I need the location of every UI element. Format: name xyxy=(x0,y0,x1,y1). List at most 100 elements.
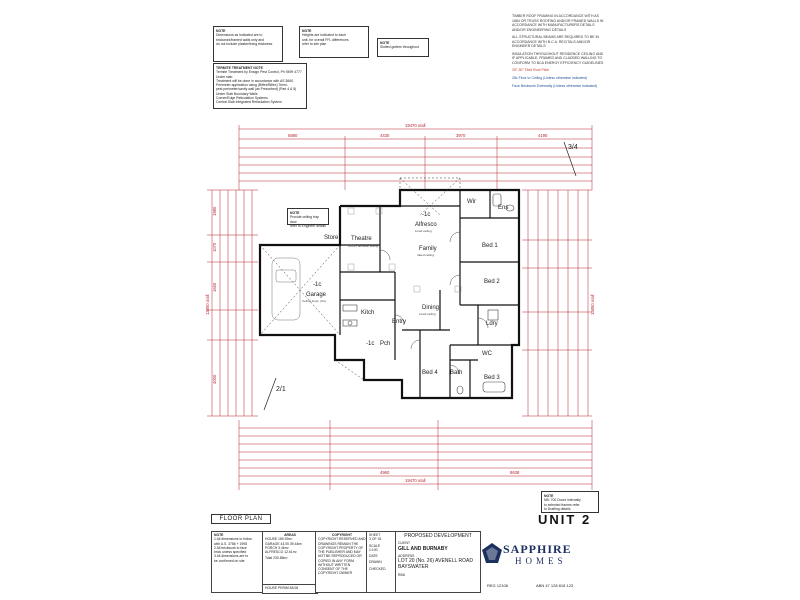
termite-note-line: Termite Treatment by Ensign Pest Control… xyxy=(216,70,302,75)
tb-note-line: 1 All dimensions to follow xyxy=(214,537,252,542)
right-dimension-lines xyxy=(522,189,592,417)
tb-sheet-cell: SHEET 3 OF 15 SCALE 1:100 DATE DRAWN CHE… xyxy=(366,531,398,593)
sapphire-gem-icon xyxy=(482,543,502,563)
heights-note-line: Heights are indicated to each xyxy=(302,33,346,38)
tb-area-row: PORCH 3.46m² xyxy=(265,545,289,550)
tb-copyright-heading: COPYRIGHT xyxy=(331,533,353,537)
room-ldry: Ldry xyxy=(486,321,498,327)
termite-note-line: Under Slab Boundary Walls xyxy=(216,91,258,96)
room-family-note: raked ceiling xyxy=(417,253,434,257)
doors-note-line: to Drafting details xyxy=(544,506,571,511)
floor-plan-title: FLOOR PLAN xyxy=(211,514,271,524)
room-pch: Pch xyxy=(380,341,390,347)
dim-top-3: 3970 xyxy=(456,133,466,138)
doors-note-box: NOTE NB: 700 Doors internally to selecte… xyxy=(541,491,599,513)
spec-structural-beams: ALL STRUCTURAL BEAMS ARE REQUIRED TO BE … xyxy=(512,35,599,49)
tb-client-label: CLIENT xyxy=(398,541,411,546)
pest-note-line: refer to Engineer details xyxy=(290,223,326,228)
dim-overall-bottom: 19470 o/all xyxy=(405,478,426,483)
room-bed1: Bed 1 xyxy=(482,243,498,249)
brand-reg: REG 12108 xyxy=(487,583,508,588)
tb-note-line: 3 All dimensions are to xyxy=(214,554,249,559)
room-bed2: Bed 2 xyxy=(484,279,500,285)
room-wc: WC xyxy=(482,351,493,357)
tb-scale-label: SCALE xyxy=(369,543,381,548)
room-entry: Entry xyxy=(392,319,406,325)
room-dining: Dining xyxy=(422,305,439,311)
spec-insulation: INSULATION THROUGHOUT RESIDENCE CEILING … xyxy=(512,51,604,65)
door-swings xyxy=(379,231,489,375)
room-pch-prefix: -1c xyxy=(366,341,374,347)
dim-left-2: 1070 xyxy=(212,242,217,252)
brand-name: SAPPHIRE xyxy=(503,542,572,556)
tb-address: LOT 20 (No. 26) AVENELL ROAD xyxy=(398,558,473,564)
room-kitch: Kitch xyxy=(361,310,374,316)
heights-note-box: NOTE Heights are indicated to each unit,… xyxy=(299,26,369,58)
tb-client: GILL AND BURNABY xyxy=(398,545,448,552)
tb-sheet-of: OF 15 xyxy=(371,537,382,542)
tb-note-line: brick unless specified xyxy=(214,550,247,554)
tb-notes-heading: NOTE xyxy=(214,533,224,537)
spec-face-brick: Face Brickwork Externally (Unless otherw… xyxy=(512,83,598,88)
pest-note-line: Provide ceiling trap door xyxy=(290,215,319,224)
tb-area-row: ALFRESCO 12.61m² xyxy=(265,550,297,554)
section-marker-upper: 3/4 xyxy=(568,144,578,151)
left-dimension-lines xyxy=(207,189,258,417)
brand-sub: HOMES xyxy=(515,556,567,566)
termite-note-line: Corner/Edge Reticulation Systems xyxy=(216,95,268,100)
doors-note-heading: NOTE xyxy=(544,494,554,498)
dim-top-4: 4190 xyxy=(538,133,548,138)
termite-note-line: pest perimeter/cavity wall (as Prescribe… xyxy=(216,87,297,92)
termite-note-line: Treatment will be done in accordance wit… xyxy=(216,78,294,83)
external-walls xyxy=(258,188,521,400)
tb-copyright-text: COPYRIGHT RESERVED AND DRAWINGS REMAIN T… xyxy=(318,537,366,576)
tb-address-label: ADDRESS xyxy=(398,553,415,558)
ceiling-trapdoor-note-box: NOTE Provide ceiling trap door refer to … xyxy=(287,208,329,228)
dim-top-2: 4430 xyxy=(380,133,390,138)
tb-code: RBU xyxy=(398,572,406,577)
room-bed4: Bed 4 xyxy=(422,370,438,376)
heights-note-line: refer to site plan xyxy=(302,41,327,46)
dims-note-line: Dimensions as indicated are to xyxy=(216,33,263,38)
spec-ceiling-height: 28c Floor to Ceiling (Unless otherwise i… xyxy=(512,76,588,81)
room-store: Store xyxy=(324,235,339,241)
tb-date-label: DATE xyxy=(369,554,378,558)
tb-house-perim-value: HOUSE PERIM 88.08 xyxy=(265,586,299,590)
fixtures xyxy=(342,193,515,395)
tb-area-row: HOUSE 169.92m² xyxy=(265,537,293,542)
tb-notes-cell: NOTE 1 All dimensions to follow with A.S… xyxy=(211,531,265,593)
room-dining-note: Lined ceiling xyxy=(419,312,436,316)
tb-areas-heading: AREAS xyxy=(284,533,296,537)
dim-overall-top: 19470 o/all xyxy=(405,123,426,128)
tb-areas-cell: AREAS HOUSE 169.92m² GARAGE 43.05 39.44m… xyxy=(262,531,318,585)
doors-note-line: NB: 700 Doors internally xyxy=(544,498,581,503)
termite-note-line: Under slab xyxy=(216,74,233,79)
spec-notes: TIMBER ROOF FRAMING IN ACCORDANCE WITH A… xyxy=(512,14,604,91)
tb-scale: 1:100 xyxy=(369,547,378,552)
dims-note-heading: NOTE xyxy=(216,29,226,33)
room-garage: Garage xyxy=(306,292,327,298)
room-alfresco-note: Lined ceiling xyxy=(415,229,432,233)
top-dimension-lines xyxy=(238,125,593,190)
heights-note-line: unit, for overall FFL differences xyxy=(302,37,349,42)
tb-sheet-no: 3 xyxy=(369,537,371,542)
tb-project-cell: PROPOSED DEVELOPMENT CLIENT GILL AND BUR… xyxy=(395,531,481,593)
gutters-note-line: Slotted gutters throughout xyxy=(380,45,420,50)
dim-top-1: 5880 xyxy=(288,133,298,138)
garage-car-outline xyxy=(271,257,301,321)
doors-note-line: to selected frames refer xyxy=(544,502,580,507)
section-markers xyxy=(263,141,577,411)
column-hatching xyxy=(347,207,462,293)
termite-note-box: TERMITE TREATMENT NOTE Termite Treatment… xyxy=(213,63,307,109)
dims-note-line: brickwork/framed walls only and xyxy=(216,37,265,42)
tb-note-line: 2 All brickwork to face xyxy=(214,545,247,550)
internal-walls xyxy=(339,190,519,398)
tb-drawn-label: DRAWN xyxy=(369,560,382,565)
gutters-note-heading: NOTE xyxy=(380,41,390,45)
tb-area-row: GARAGE 43.05 39.44m² xyxy=(265,541,303,546)
pest-note-heading: NOTE xyxy=(290,211,300,215)
unit-label: UNIT 2 xyxy=(538,512,592,527)
tb-house-perim: HOUSE PERIM 88.08 xyxy=(262,584,318,594)
